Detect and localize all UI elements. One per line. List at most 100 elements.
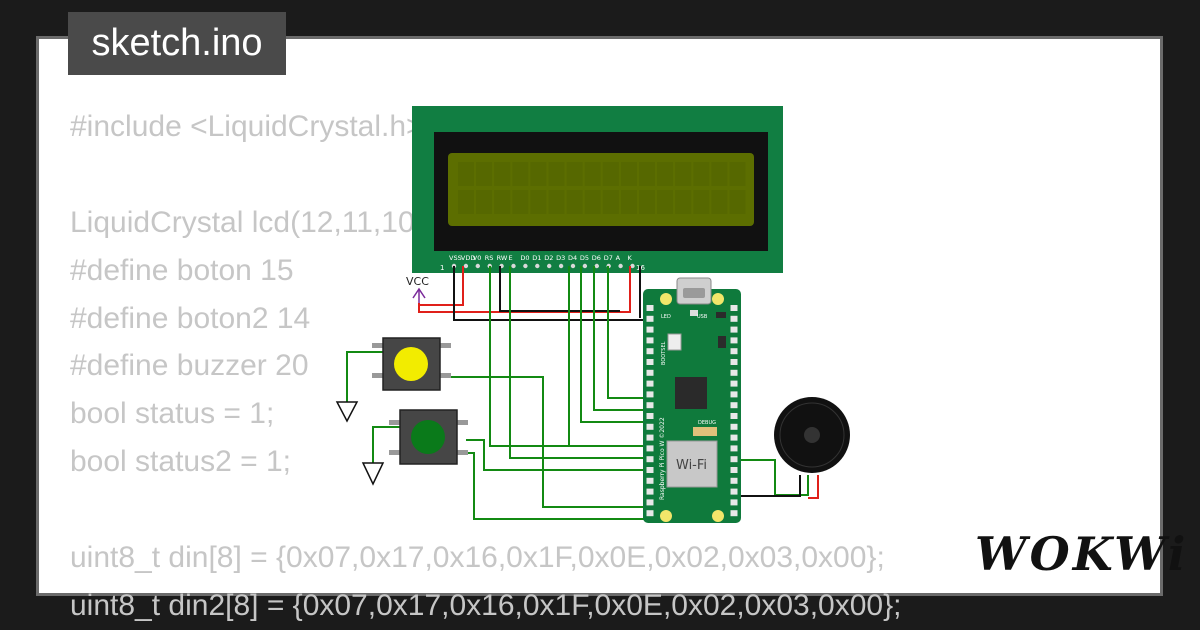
file-title-tab[interactable]: sketch.ino	[68, 12, 286, 75]
pico-pin[interactable]	[730, 359, 738, 365]
pico-pin[interactable]	[730, 391, 738, 398]
wire-d6-green[interactable]	[593, 266, 655, 411]
pico-pin[interactable]	[646, 445, 654, 452]
pico-pin[interactable]	[646, 510, 654, 517]
pico-pin[interactable]	[730, 315, 738, 322]
smd-component	[716, 312, 726, 318]
wire-buzzer-red[interactable]	[808, 475, 819, 499]
lcd-pin-label: D3	[556, 254, 565, 262]
lcd-pin-label: VDD	[461, 254, 475, 262]
pico-pin[interactable]	[730, 348, 738, 355]
pico-pin[interactable]	[730, 499, 738, 506]
button-leg	[456, 420, 468, 425]
pico-pin[interactable]	[730, 423, 738, 430]
wire-button2-aux[interactable]	[466, 439, 655, 471]
pico-pin[interactable]	[646, 413, 654, 419]
lcd-char-cell	[657, 190, 674, 214]
pico-pin[interactable]	[646, 402, 654, 409]
lcd-pin[interactable]	[511, 263, 516, 269]
wire-button1-gnd[interactable]	[346, 351, 383, 402]
pico-pin[interactable]	[646, 359, 654, 365]
lcd-pin[interactable]	[535, 263, 540, 269]
lcd-pin-start-label: 1	[440, 264, 444, 272]
lcd-pin[interactable]	[475, 263, 480, 269]
pico-pin[interactable]	[646, 348, 654, 355]
pico-pin[interactable]	[646, 467, 654, 473]
lcd-pin[interactable]	[558, 263, 564, 269]
pico-pin[interactable]	[646, 434, 654, 441]
pico-pin[interactable]	[646, 305, 654, 311]
pico-debug-label: DEBUG	[698, 420, 716, 426]
lcd-pin[interactable]	[463, 263, 469, 269]
pico-pin[interactable]	[646, 326, 654, 333]
pico-pin[interactable]	[646, 369, 654, 376]
pico-pin[interactable]	[730, 477, 738, 484]
pico-pin[interactable]	[646, 423, 654, 430]
wire-button2-gnd[interactable]	[372, 426, 400, 463]
wire-e-green[interactable]	[509, 266, 655, 459]
buzzer-ring	[779, 402, 845, 468]
lcd-pin-label: D5	[580, 254, 589, 262]
pico-pin[interactable]	[646, 315, 654, 322]
pico-pin[interactable]	[730, 467, 738, 473]
wire-button2-signal[interactable]	[466, 452, 655, 520]
mounting-hole	[660, 510, 672, 522]
wires	[346, 266, 819, 520]
pico-pin[interactable]	[730, 445, 738, 452]
usb-port-icon	[683, 288, 705, 298]
lcd-pin[interactable]	[618, 263, 623, 269]
pico-pin[interactable]	[730, 380, 738, 387]
pico-pin[interactable]	[730, 369, 738, 376]
pico-pin[interactable]	[646, 337, 654, 344]
lcd-pin-label: V0	[473, 254, 482, 262]
pico-pin[interactable]	[646, 380, 654, 387]
lcd-char-cell	[530, 190, 547, 214]
wire-d4-green[interactable]	[568, 266, 655, 447]
bootsel-button[interactable]	[667, 333, 682, 351]
pico-pin[interactable]	[730, 402, 738, 409]
pico-pin[interactable]	[730, 456, 738, 463]
lcd-pin[interactable]	[582, 263, 588, 269]
pico-pin[interactable]	[730, 326, 738, 333]
lcd-pin-label: D2	[544, 254, 553, 262]
ground-icon	[335, 401, 359, 423]
pico-pin[interactable]	[730, 305, 738, 311]
vcc-label: VCC	[406, 275, 429, 288]
pico-pin[interactable]	[730, 434, 738, 441]
wire-vdd-red[interactable]	[418, 266, 464, 306]
pico-pin[interactable]	[730, 510, 738, 517]
lcd-pin[interactable]	[547, 263, 552, 269]
pico-pin[interactable]	[730, 488, 738, 495]
button-cap-green[interactable]	[411, 420, 445, 454]
lcd-pin[interactable]	[570, 263, 576, 269]
buzzer[interactable]	[774, 397, 850, 473]
pushbutton-yellow[interactable]	[372, 337, 451, 391]
pico-pin[interactable]	[646, 477, 654, 484]
lcd-char-cell	[639, 162, 655, 186]
wokwi-logo[interactable]: WOKWi	[975, 527, 1189, 581]
wire-button1-signal[interactable]	[449, 376, 655, 508]
pico-pin[interactable]	[646, 456, 654, 463]
pico-pin[interactable]	[730, 337, 738, 344]
pico-pin[interactable]	[730, 413, 738, 419]
wire-vss-black[interactable]	[453, 266, 655, 321]
pico-pin[interactable]	[646, 488, 654, 495]
lcd-char-cell	[675, 162, 692, 186]
wire-buzzer-black[interactable]	[735, 475, 801, 497]
lcd-pin[interactable]	[630, 263, 635, 269]
lcd-pin[interactable]	[523, 263, 528, 269]
wire-d5-green[interactable]	[580, 266, 655, 423]
pico-pin[interactable]	[646, 391, 654, 398]
pushbutton-green[interactable]	[389, 409, 468, 465]
pico-bootsel-label: BOOTSEL	[661, 341, 667, 365]
pico-pin[interactable]	[646, 499, 654, 506]
button-cap-yellow[interactable]	[394, 347, 428, 381]
lcd-pin-label: D4	[568, 254, 577, 262]
raspberry-pi-pico-w[interactable]: LED USB BOOTSEL DEBUG Wi-Fi Raspberry Pi…	[643, 277, 741, 523]
vcc-symbol[interactable]: VCC	[406, 275, 429, 303]
lcd-pin[interactable]	[594, 263, 599, 269]
wire-d7-green[interactable]	[607, 266, 655, 399]
lcd-pin-label: RS	[485, 254, 494, 262]
